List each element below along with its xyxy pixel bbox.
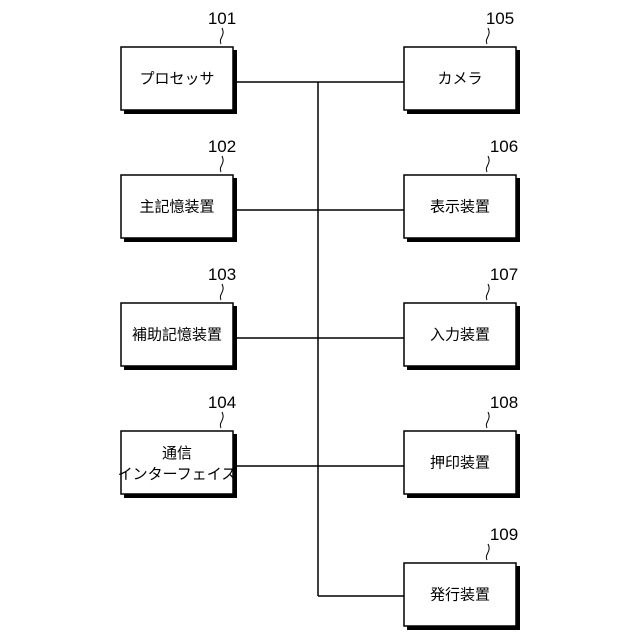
ref-number-106: 106: [490, 137, 518, 156]
ref-number-109: 109: [490, 525, 518, 544]
ref-number-101: 101: [208, 9, 236, 28]
comm-interface-label-line1: 通信: [162, 444, 192, 462]
bus-connections: [233, 82, 404, 596]
ref-number-105: 105: [486, 9, 514, 28]
comm-interface-block: 通信 インターフェイス 104: [118, 393, 237, 498]
main-memory-label: 主記憶装置: [139, 198, 214, 216]
ref-number-103: 103: [208, 265, 236, 284]
block-box: [121, 431, 233, 494]
ref-leader: [220, 28, 223, 44]
ref-number-102: 102: [208, 137, 236, 156]
aux-storage-label: 補助記憶装置: [132, 326, 222, 344]
ref-leader: [486, 28, 489, 44]
ref-leader: [486, 544, 489, 560]
ref-leader: [486, 284, 489, 300]
display-label: 表示装置: [430, 198, 490, 216]
ref-leader: [220, 412, 223, 428]
input-label: 入力装置: [430, 326, 490, 344]
stamp-label: 押印装置: [430, 454, 490, 472]
ref-leader: [220, 156, 223, 172]
camera-block: カメラ 105: [404, 9, 520, 114]
camera-label: カメラ: [437, 70, 482, 88]
display-block: 表示装置 106: [404, 137, 520, 242]
ref-leader: [486, 156, 489, 172]
stamp-block: 押印装置 108: [404, 393, 520, 498]
processor-block: プロセッサ 101: [121, 9, 237, 114]
processor-label: プロセッサ: [139, 70, 214, 88]
ref-number-104: 104: [208, 393, 236, 412]
issuing-label: 発行装置: [430, 586, 490, 604]
issuing-block: 発行装置 109: [404, 525, 520, 630]
aux-storage-block: 補助記憶装置 103: [121, 265, 237, 370]
ref-number-108: 108: [490, 393, 518, 412]
ref-leader: [486, 412, 489, 428]
ref-leader: [220, 284, 223, 300]
main-memory-block: 主記憶装置 102: [121, 137, 237, 242]
input-block: 入力装置 107: [404, 265, 520, 370]
comm-interface-label-line2: インターフェイス: [118, 465, 237, 483]
ref-number-107: 107: [490, 265, 518, 284]
